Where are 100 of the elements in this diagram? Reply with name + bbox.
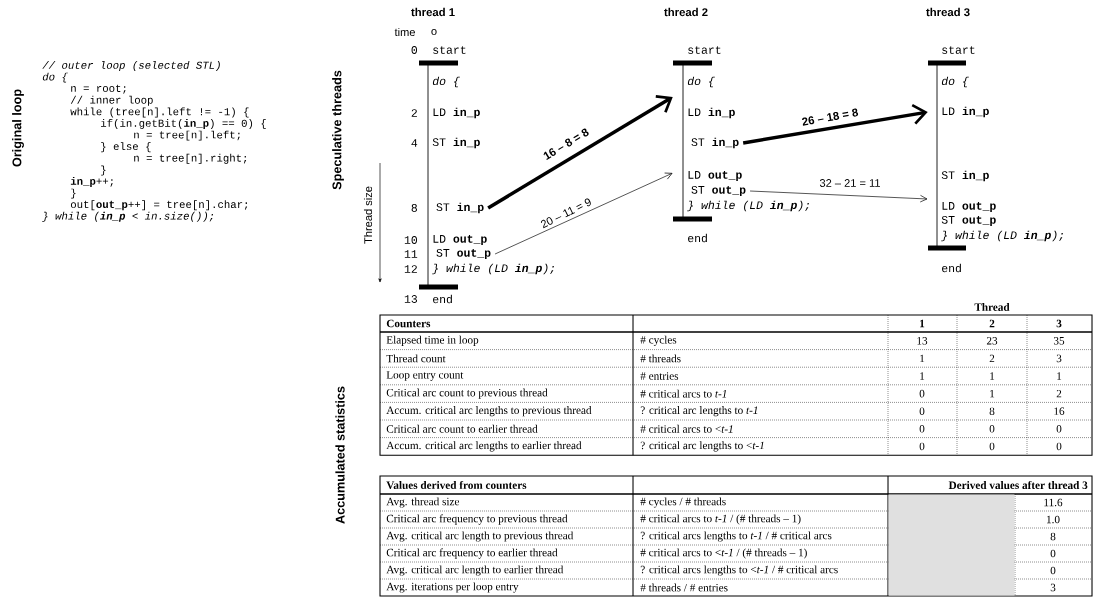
instruction-text: LD out_p	[688, 171, 742, 181]
time-value: 0	[411, 46, 418, 54]
instruction-text: LD in_p	[942, 106, 989, 118]
row-label: Avg. thread size	[386, 497, 460, 508]
instruction-text: end	[942, 263, 961, 273]
code-line: } while (in_p < in.size());	[42, 211, 214, 222]
instruction-text: do {	[687, 76, 715, 88]
code-line: }	[71, 188, 76, 199]
value-text: 3	[1050, 583, 1056, 592]
column-header: Counters	[386, 319, 431, 328]
value-text: 3	[1056, 354, 1062, 363]
value-text: 2	[1056, 389, 1062, 398]
code-line: n = tree[n].left;	[134, 130, 240, 141]
formula-text: # entries	[640, 372, 679, 380]
value-text: 2	[989, 354, 995, 363]
value-text: 11.6	[1044, 498, 1063, 507]
column-header: 2	[989, 319, 995, 328]
formula-text: ? critical arc lengths to t-1	[640, 406, 758, 417]
section-label: Accumulated statistics	[335, 386, 345, 524]
arrow	[487, 95, 673, 210]
value-text: 1	[990, 372, 995, 380]
formula-text: ? critical arcs lengths to t-1 / # critical arcs	[640, 531, 832, 542]
column-header: 3	[1056, 319, 1062, 328]
value-text: 1	[990, 389, 995, 398]
column-header: Thread	[974, 303, 1010, 311]
instruction-text: LD in_p	[688, 107, 735, 119]
edge-label: 26 – 18 = 8	[799, 106, 861, 128]
row-label: Loop entry count	[386, 371, 464, 381]
formula-text: # critical arcs to t-1 / (# threads – 1)	[640, 514, 801, 525]
column-header: 1	[920, 319, 925, 328]
row-label: Avg. critical arc length to previous thread	[386, 531, 574, 542]
code-line: n = tree[n].right;	[134, 153, 247, 164]
instruction-text: ST in_p	[691, 137, 739, 149]
value-text: 1	[920, 372, 925, 380]
value-text: 0	[1056, 442, 1062, 451]
value-text: 1	[1057, 372, 1062, 380]
code-line: do {	[42, 72, 68, 83]
code-line: in_p++;	[70, 177, 113, 187]
code-line: while (tree[n].left != -1) {	[70, 107, 249, 118]
formula-text: # critical arcs to <t-1	[640, 424, 733, 433]
code-line: if(in.getBit(in_p) == 0) {	[101, 119, 266, 129]
instruction-text: do {	[432, 76, 460, 88]
value-text: 0	[1050, 566, 1056, 575]
value-text: 13	[917, 337, 928, 345]
code-line: out[out_p++] = tree[n].char;	[70, 200, 248, 211]
instruction-text: start	[688, 46, 721, 54]
instruction-text: ST out_p	[941, 216, 996, 227]
instruction-text: ST out_p	[436, 249, 491, 260]
instruction-text: LD in_p	[433, 107, 480, 119]
row-label: Accum. critical arc lengths to earlier thread	[386, 441, 582, 452]
row-label: Avg. iterations per loop entry	[386, 582, 519, 593]
formula-text: # critical arcs to <t-1 / (# threads – 1)	[640, 548, 807, 559]
formula-text: # threads	[640, 354, 681, 363]
code-line: }	[101, 165, 106, 176]
row-label: Critical arc frequency to earlier thread	[386, 548, 558, 559]
edge-label: 32 – 21 = 11	[818, 177, 882, 189]
axis-label: o	[431, 28, 437, 36]
instruction-text: } while (LD in_p);	[941, 230, 1063, 242]
value-text: 0	[919, 425, 925, 433]
value-text: 0	[989, 425, 995, 433]
formula-text: # threads / # entries	[640, 583, 728, 592]
row-label: Thread count	[386, 354, 446, 363]
value-text: 0	[989, 442, 995, 451]
value-text: 1.0	[1047, 515, 1060, 524]
formula-text: # cycles / # threads	[640, 497, 726, 508]
instruction-text: start	[942, 46, 975, 54]
code-line: // inner loop	[70, 95, 153, 106]
instruction-text: ST out_p	[691, 186, 746, 197]
row-label: Avg. critical arc length to earlier thread	[386, 565, 564, 576]
instruction-text: start	[433, 46, 466, 54]
value-text: 35	[1053, 337, 1065, 345]
value-text: 8	[1050, 532, 1056, 541]
row-label: Critical arc count to earlier thread	[386, 424, 538, 433]
value-text: 23	[986, 337, 998, 345]
instruction-text: ST in_p	[436, 202, 484, 214]
instruction-text: do {	[941, 76, 969, 88]
column-header: Derived values after thread 3	[948, 481, 1088, 490]
time-value: 13	[404, 295, 417, 303]
value-text: 0	[919, 442, 925, 451]
axis-label: Thread size	[363, 186, 373, 244]
arrow	[494, 172, 673, 255]
instruction-text: end	[688, 233, 707, 243]
value-text: 1	[920, 354, 925, 363]
instruction-text: LD out_p	[942, 202, 996, 212]
value-text: 0	[1056, 425, 1062, 433]
value-text: 0	[919, 407, 925, 415]
axis-label: time	[394, 27, 415, 37]
arrow	[742, 103, 928, 145]
code-line: } else {	[101, 142, 151, 153]
code-line: // outer loop (selected STL)	[42, 61, 220, 71]
row-label: Critical arc frequency to previous thread	[386, 514, 568, 525]
code-line: n = root;	[71, 84, 126, 94]
formula-text: # cycles	[640, 335, 677, 346]
value-text: 16	[1054, 407, 1065, 415]
formula-text: # critical arcs to t-1	[640, 389, 727, 398]
value-text: 0	[919, 389, 925, 398]
section-label: Speculative threads	[332, 70, 344, 190]
instruction-text: } while (LD in_p);	[432, 263, 554, 275]
value-text: 8	[989, 407, 995, 415]
edge-label: 20 – 11 = 9	[537, 195, 595, 231]
